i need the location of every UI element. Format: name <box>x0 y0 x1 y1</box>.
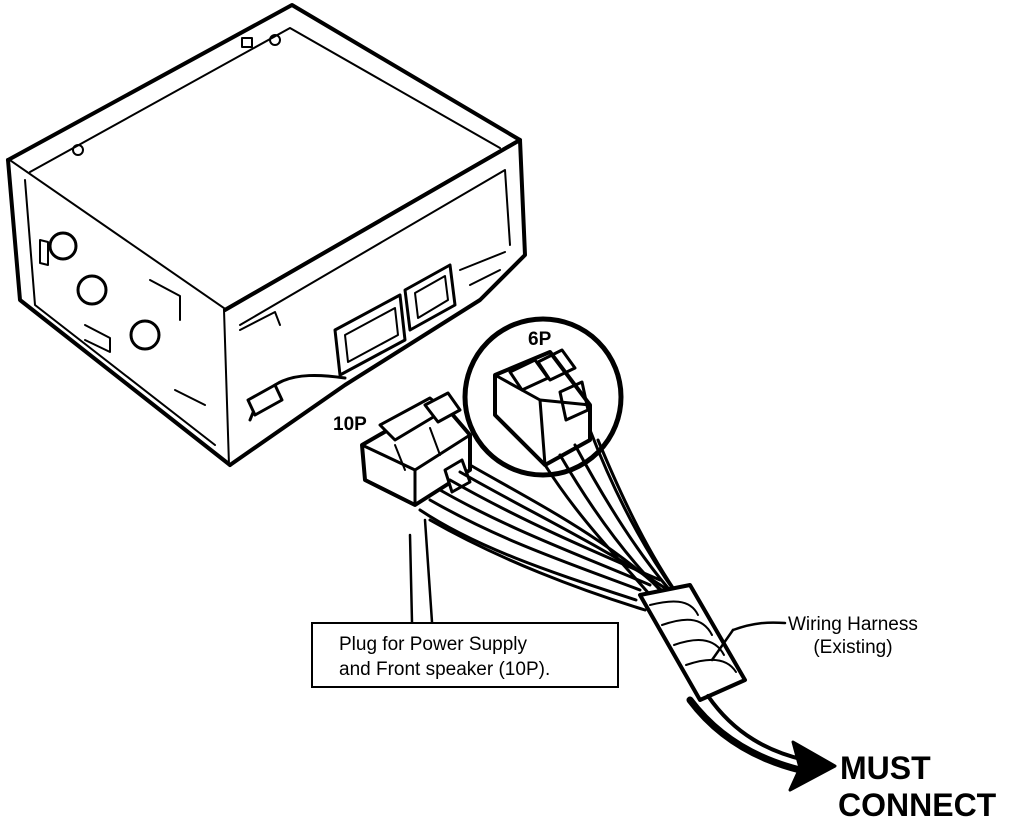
must-connect-arrow-icon <box>788 740 837 792</box>
label-wiring-harness-line1: Wiring Harness <box>788 614 918 635</box>
must-connect-line1: MUST <box>840 750 931 786</box>
leader-lines <box>408 518 787 662</box>
label-wiring-harness: Wiring Harness (Existing) <box>788 614 918 660</box>
connector-6p <box>462 316 624 478</box>
must-connect-label: MUST CONNECT <box>838 750 996 820</box>
head-unit-chassis <box>6 3 527 467</box>
wire-bundle <box>418 428 807 774</box>
label-6p: 6P <box>528 329 552 350</box>
plug-callout-line1: Plug for Power Supply <box>339 634 527 655</box>
plug-callout-line2: and Front speaker (10P). <box>339 658 551 680</box>
label-wiring-harness-line2: (Existing) <box>813 636 893 658</box>
label-10p: 10P <box>333 414 367 435</box>
connector-10p <box>360 391 472 507</box>
plug-callout-box: Plug for Power Supply and Front speaker … <box>311 622 619 688</box>
must-connect-line2: CONNECT <box>838 786 997 820</box>
